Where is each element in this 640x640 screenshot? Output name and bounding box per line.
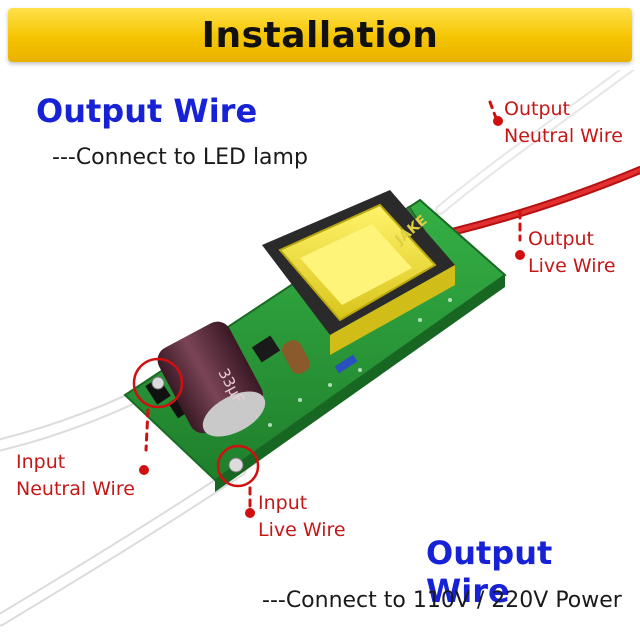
banner-title: Installation xyxy=(201,14,439,56)
label-output-live-wire: Output Live Wire xyxy=(528,226,616,280)
label-line: Live Wire xyxy=(258,519,346,541)
label-line: Input xyxy=(258,492,308,514)
label-line: Live Wire xyxy=(528,255,616,277)
output-wire-subtext-bottom: ---Connect to 110V / 220V Power xyxy=(262,588,622,613)
label-line: Input xyxy=(16,451,66,473)
label-line: Neutral Wire xyxy=(504,125,623,147)
led-driver-photo: JAKE 33μF xyxy=(0,70,640,627)
label-output-neutral-wire: Output Neutral Wire xyxy=(504,96,623,150)
label-input-live-wire: Input Live Wire xyxy=(258,490,346,544)
input-live-highlight xyxy=(216,444,260,488)
label-line: Output xyxy=(528,228,594,250)
installation-banner: Installation xyxy=(8,8,632,62)
label-line: Output xyxy=(504,98,570,120)
input-neutral-highlight xyxy=(132,357,184,409)
output-wire-subtext-top: ---Connect to LED lamp xyxy=(52,145,308,170)
electrolytic-capacitor: 33μF xyxy=(157,321,266,437)
label-line: Neutral Wire xyxy=(16,478,135,500)
label-input-neutral-wire: Input Neutral Wire xyxy=(16,449,135,503)
output-wire-heading-top: Output Wire xyxy=(36,92,258,130)
output-wire-heading-bottom: Output Wire xyxy=(426,534,553,610)
